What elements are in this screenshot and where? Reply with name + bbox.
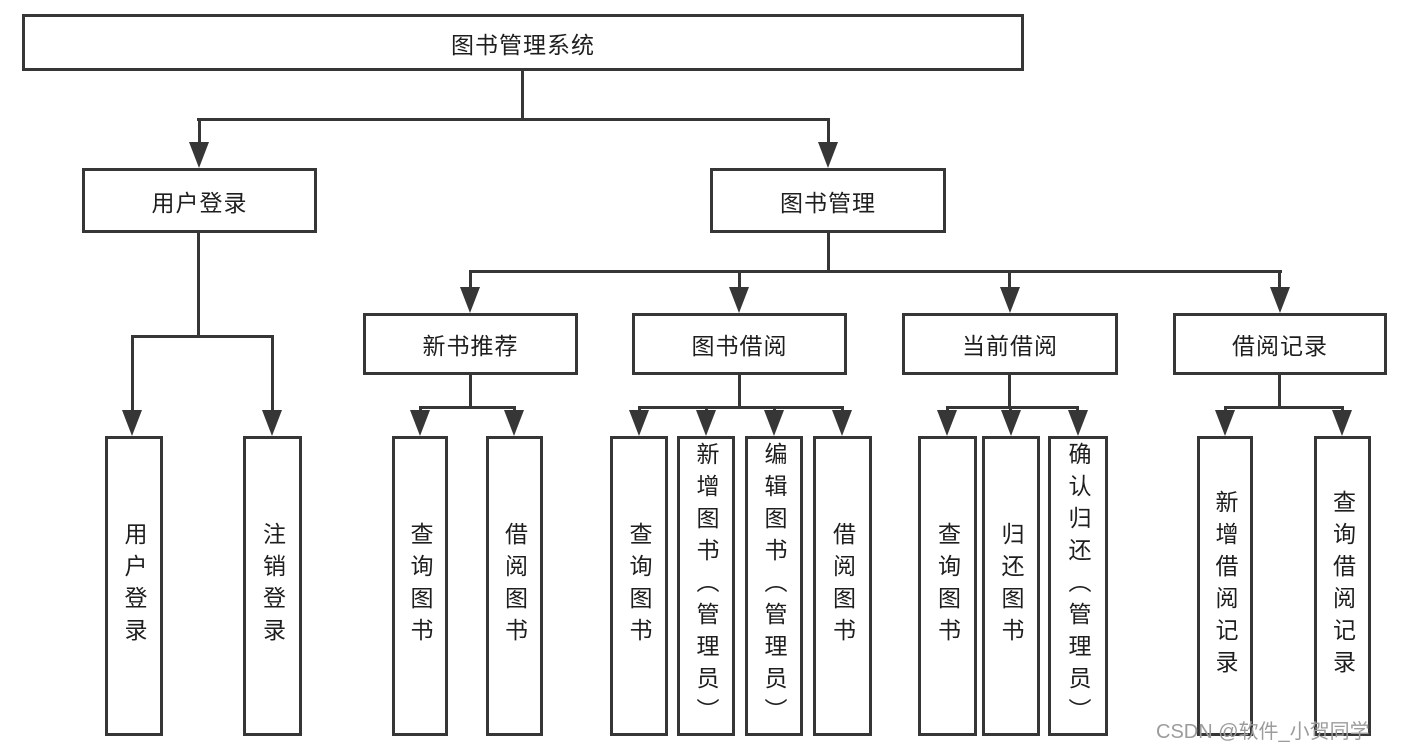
leaf-label: 借阅图书 — [829, 522, 856, 650]
leaf-return-books: 归还图书 — [982, 436, 1040, 736]
connector-book-management-split — [469, 270, 1282, 273]
node-root: 图书管理系统 — [22, 14, 1024, 71]
arrow-down-icon — [696, 410, 716, 436]
arrow-down-icon — [937, 410, 957, 436]
node-root-label: 图书管理系统 — [451, 31, 595, 58]
leaf-label: 注销登录 — [259, 522, 286, 650]
node-book-management-label: 图书管理 — [780, 189, 876, 216]
leaf-label: 用户登录 — [121, 522, 147, 650]
connector-root-drop — [521, 71, 524, 121]
connector-to-leaf-logout — [271, 335, 274, 412]
leaf-label: 查询借阅记录 — [1329, 490, 1356, 682]
leaf-label: 新增借阅记录 — [1212, 490, 1238, 682]
node-current-borrow: 当前借阅 — [902, 313, 1118, 375]
leaf-query-books-current: 查询图书 — [918, 436, 977, 736]
arrow-down-icon — [629, 410, 649, 436]
arrow-down-icon — [832, 410, 852, 436]
connector-to-borrow-records — [1278, 270, 1281, 289]
arrow-down-icon — [1215, 410, 1235, 436]
leaf-add-borrow-record: 新增借阅记录 — [1197, 436, 1253, 736]
connector-to-user-login — [198, 118, 201, 144]
connector-current-borrow-drop — [1008, 375, 1011, 409]
leaf-edit-books-admin: 编辑图书（管理员） — [745, 436, 803, 736]
node-borrow-records-label: 借阅记录 — [1232, 333, 1328, 359]
arrow-down-icon — [122, 410, 142, 436]
connector-to-leaf-user-login — [131, 335, 134, 412]
connector-borrow-records-drop — [1278, 375, 1281, 409]
node-new-book-recommend: 新书推荐 — [363, 313, 578, 375]
connector-borrow-records-split — [1224, 406, 1344, 409]
connector-new-book-recommend-drop — [469, 375, 472, 409]
arrow-down-icon — [189, 142, 209, 168]
arrow-down-icon — [1332, 410, 1352, 436]
connector-book-management-drop — [827, 233, 830, 273]
leaf-query-books-borrow: 查询图书 — [610, 436, 668, 736]
node-user-login-label: 用户登录 — [151, 189, 248, 216]
leaf-label: 确认归还（管理员） — [1065, 442, 1091, 730]
leaf-confirm-return-admin: 确认归还（管理员） — [1048, 436, 1108, 736]
leaf-label: 编辑图书（管理员） — [761, 442, 787, 730]
node-book-borrow: 图书借阅 — [632, 313, 847, 375]
arrow-down-icon — [410, 410, 430, 436]
connector-new-book-recommend-split — [419, 406, 516, 409]
leaf-label: 查询图书 — [626, 522, 652, 650]
arrow-down-icon — [1000, 287, 1020, 313]
connector-root-split — [197, 118, 830, 121]
leaf-label: 新增图书（管理员） — [693, 442, 719, 730]
leaf-label: 借阅图书 — [501, 522, 528, 650]
csdn-watermark: CSDN @软件_小贺同学 — [1156, 721, 1370, 743]
arrow-down-icon — [764, 410, 784, 436]
arrow-down-icon — [1001, 410, 1021, 436]
leaf-label: 查询图书 — [934, 522, 961, 650]
leaf-borrow-books-recommend: 借阅图书 — [486, 436, 543, 736]
arrow-down-icon — [818, 142, 838, 168]
arrow-down-icon — [729, 287, 749, 313]
connector-current-borrow-split — [946, 406, 1079, 409]
arrow-down-icon — [1068, 410, 1088, 436]
connector-book-borrow-split — [638, 406, 844, 409]
connector-to-book-management — [827, 118, 830, 144]
arrow-down-icon — [460, 287, 480, 313]
arrow-down-icon — [504, 410, 524, 436]
node-book-management: 图书管理 — [710, 168, 946, 233]
node-user-login: 用户登录 — [82, 168, 317, 233]
connector-user-login-split — [131, 335, 274, 338]
leaf-add-books-admin: 新增图书（管理员） — [677, 436, 735, 736]
leaf-user-login: 用户登录 — [105, 436, 163, 736]
leaf-logout-login: 注销登录 — [243, 436, 302, 736]
arrow-down-icon — [1270, 287, 1290, 313]
leaf-label: 归还图书 — [998, 522, 1024, 650]
connector-user-login-drop — [197, 233, 200, 338]
leaf-query-books-recommend: 查询图书 — [392, 436, 448, 736]
leaf-label: 查询图书 — [407, 522, 433, 650]
connector-to-book-borrow — [738, 270, 741, 289]
leaf-query-borrow-record: 查询借阅记录 — [1314, 436, 1371, 736]
connector-book-borrow-drop — [738, 375, 741, 409]
node-borrow-records: 借阅记录 — [1173, 313, 1387, 375]
node-new-book-recommend-label: 新书推荐 — [422, 333, 519, 359]
leaf-borrow-books: 借阅图书 — [813, 436, 872, 736]
arrow-down-icon — [262, 410, 282, 436]
node-current-borrow-label: 当前借阅 — [962, 333, 1058, 359]
node-book-borrow-label: 图书借阅 — [691, 333, 788, 359]
connector-to-new-book-recommend — [469, 270, 472, 289]
connector-to-current-borrow — [1008, 270, 1011, 289]
